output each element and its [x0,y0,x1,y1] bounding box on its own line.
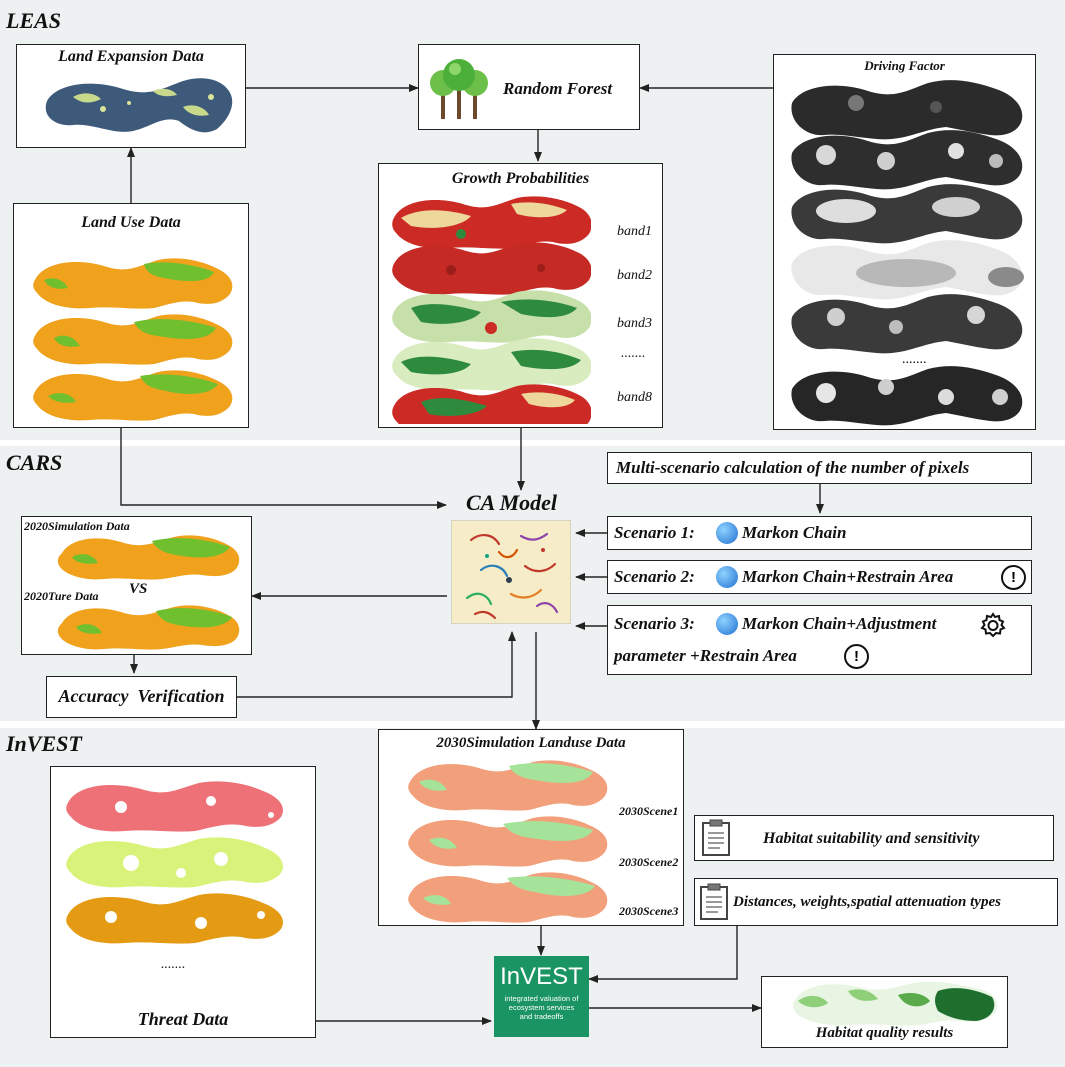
scenario-1-label: Scenario 1: [614,523,695,542]
globe-icon [716,522,738,544]
section-title-cars: CARS [6,450,63,475]
sim-2030-title: 2030Simulation Landuse Data [436,735,626,751]
exclamation-icon: ! [844,644,869,669]
ca-model-box: CA Model [447,490,576,632]
habitat-results-map [793,981,998,1026]
globe-icon [716,566,738,588]
true-2020-title: 2020Ture Data [24,589,99,603]
multi-scenario-box: Multi-scenario calculation of the number… [607,452,1032,484]
habitat-suitability-label: Habitat suitability and sensitivity [763,830,980,847]
vs-label: VS [129,581,148,597]
land-expansion-box: Land Expansion Data [16,44,246,148]
scenario-3-label: Scenario 3: [614,614,695,633]
random-forest-label: Random Forest [503,79,613,98]
accuracy-box: Accuracy Verification [46,676,237,718]
accuracy-label: Accuracy Verification [58,686,225,706]
driving-factor-maps: ....... [791,80,1024,426]
sim-2030-maps [408,760,608,923]
land-use-box: Land Use Data [13,203,249,428]
invest-logo-subtitle: integrated valuation of ecosystem servic… [504,994,579,1021]
band-label-8: band8 [617,390,652,405]
invest-logo-title: InVEST [500,963,583,990]
habitat-results-label: Habitat quality results [815,1025,954,1041]
band-label-dots: ....... [621,346,646,361]
scenario-2-text: Markon Chain+Restrain Area [742,567,954,586]
sim-2020-title: 2020Simulation Data [24,519,130,533]
gear-icon [980,612,1006,638]
globe-icon [716,613,738,635]
random-forest-box: Random Forest [418,44,640,130]
threat-maps [66,781,283,944]
tree-icon [430,59,488,119]
scenario-1-box: Scenario 1: Markon Chain [607,516,1032,550]
scene-label-1: 2030Scene1 [619,804,679,818]
threat-dots: ....... [161,957,186,972]
band-label-3: band3 [617,316,652,331]
invest-logo: InVEST integrated valuation of ecosystem… [494,956,589,1037]
driving-factor-title: Driving Factor [864,58,945,73]
sim-2020-box: 2020Simulation Data VS 2020Ture Data [21,516,252,655]
scenario-2-box: Scenario 2: Markon Chain+Restrain Area ! [607,560,1032,594]
growth-maps [392,196,591,424]
distances-label: Distances, weights,spatial attenuation t… [733,894,1001,910]
ca-model-image [451,520,571,624]
scene-label-3: 2030Scene3 [619,904,679,918]
habitat-results-box: Habitat quality results [761,976,1008,1048]
scenario-3-line2: parameter +Restrain Area [614,646,797,665]
multi-scenario-label: Multi-scenario calculation of the number… [616,458,970,477]
land-use-title: Land Use Data [81,214,181,231]
scenario-3-box: Scenario 3: Markon Chain+Adjustment para… [607,605,1032,675]
growth-probabilities-box: Growth Probabilities band1 band2 band3 .… [378,163,663,428]
sim-2020-map [57,535,240,580]
distances-box: Distances, weights,spatial attenuation t… [694,878,1058,926]
sim-2030-box: 2030Simulation Landuse Data 2030Scene1 2… [378,729,684,926]
land-expansion-title: Land Expansion Data [58,48,204,65]
land-use-maps [33,258,233,421]
habitat-suitability-box: Habitat suitability and sensitivity [694,815,1054,861]
clipboard-icon [700,883,728,920]
threat-title: Threat Data [137,1009,229,1029]
land-expansion-map [45,78,233,133]
section-title-leas: LEAS [6,8,62,33]
exclamation-icon: ! [1001,565,1026,590]
threat-data-box: ....... Threat Data [50,766,316,1038]
scenario-3-text: Markon Chain+Adjustment [742,614,937,633]
driving-dots: ....... [902,352,927,367]
clipboard-icon [702,819,730,856]
band-label-2: band2 [617,268,652,283]
scene-label-2: 2030Scene2 [619,855,679,869]
scenario-2-label: Scenario 2: [614,567,695,586]
ca-model-title: CA Model [465,490,558,515]
section-title-invest: InVEST [6,731,82,756]
scenario-1-text: Markon Chain [742,523,847,542]
driving-factor-box: Driving Factor ....... [773,54,1036,430]
growth-title: Growth Probabilities [451,170,590,187]
band-label-1: band1 [617,224,652,239]
true-2020-map [57,605,240,650]
